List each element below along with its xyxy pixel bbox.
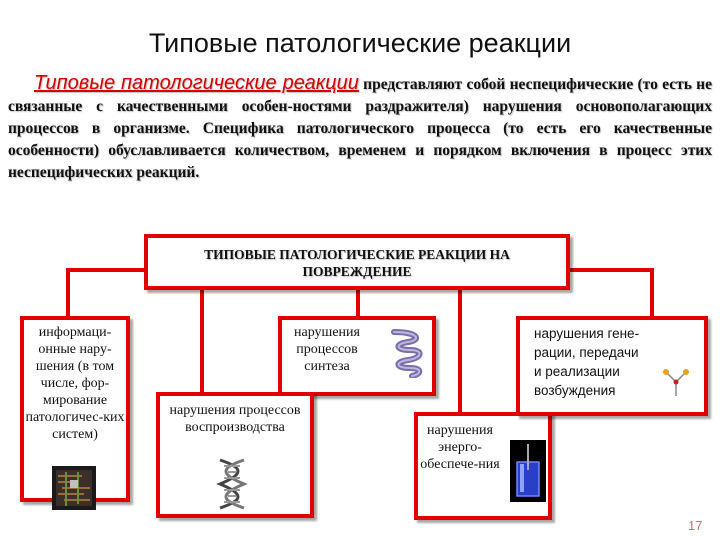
connector-mid-left	[200, 290, 204, 394]
intro-term: Типовые патологические реакции	[34, 72, 359, 94]
circuit-board-icon	[52, 466, 96, 510]
beaker-icon	[510, 440, 546, 502]
node-reproduction-label: нарушения процессов воспроизводства	[169, 403, 301, 435]
slide-number: 17	[688, 518, 703, 533]
node-energy-label: нарушения энерго-обеспече-ния	[420, 423, 500, 472]
intro-paragraph: Типовые патологические реакции представл…	[8, 72, 712, 184]
node-synthesis-label: нарушения процессов синтеза	[294, 325, 360, 374]
node-energy: нарушения энерго-обеспече-ния	[414, 412, 552, 520]
node-excitation: нарушения гене-рации, передачи и реализа…	[516, 316, 708, 416]
node-synthesis: нарушения процессов синтеза	[278, 316, 436, 396]
node-info-label: информаци-онные нару-шения (в том числе,…	[25, 325, 125, 442]
connector-mid-right	[458, 290, 462, 416]
connector-right-v	[650, 268, 654, 320]
connector-mid	[356, 290, 360, 318]
neuron-icon	[660, 366, 692, 398]
node-excitation-label: нарушения гене-рации, передачи и реализа…	[534, 326, 640, 398]
intro-text: представляют собой неспецифические (то е…	[8, 76, 712, 181]
dna-helix-icon	[212, 458, 252, 510]
connector-right-h	[568, 268, 654, 272]
connector-left-v	[66, 268, 70, 320]
protein-helix-icon	[388, 328, 428, 379]
connector-left-h	[66, 268, 146, 272]
node-reproduction: нарушения процессов воспроизводства	[156, 392, 314, 518]
slide-title: Типовые патологические реакции	[148, 28, 572, 58]
root-node: ТИПОВЫЕ ПАТОЛОГИЧЕСКИЕ РЕАКЦИИ НА ПОВРЕЖ…	[144, 234, 570, 290]
